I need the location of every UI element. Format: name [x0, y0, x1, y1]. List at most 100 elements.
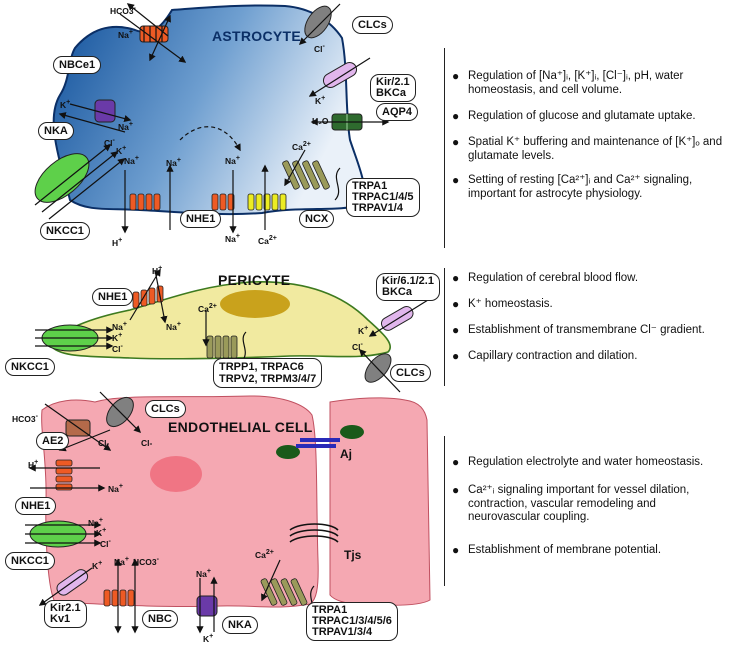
clcs-channel-pericyte [359, 348, 401, 393]
tag-aqp4: AQP4 [376, 103, 418, 121]
tag-ae2: AE2 [36, 432, 70, 450]
bullet-peri-2: ●K⁺ homeostasis. [452, 297, 553, 311]
ion-cl-clcs-astro: Cl- [314, 42, 325, 54]
kir-kv-channel-endothelial [38, 567, 93, 606]
ion-ca-pericyte: Ca2+ [198, 302, 217, 314]
ion-na-nkcc-astro: Na+ [124, 154, 140, 166]
nhe1-exchanger-endothelial [28, 459, 106, 492]
trp-line-3: TRPAV1/4 [352, 202, 403, 214]
bullet-peri-1: ●Regulation of cerebral blood flow. [452, 271, 639, 285]
divider-endothelial [444, 436, 445, 586]
bullet-astro-1: ●Regulation of [Na⁺]ᵢ, [K⁺]ᵢ, [Cl⁻]ᵢ, pH… [452, 69, 684, 96]
tag-ncx: NCX [299, 210, 335, 228]
trp-pericyte-line-1: TRPP1, TRPAC6 [219, 361, 304, 373]
ion-h-pericyte: H+ [152, 264, 163, 276]
bullet-endo-1: ●Regulation electrolyte and water homeos… [452, 455, 704, 469]
endothelial-title: ENDOTHELIAL CELL [168, 419, 313, 435]
bkca-pericyte-label: BKCa [382, 286, 412, 298]
ion-k-nka-astro: K+ [60, 98, 71, 110]
ion-na-nkcc-endo: Na+ [88, 516, 104, 528]
kir-pericyte-label: Kir/6.1/2.1 [382, 275, 434, 287]
nbce1-transporter [119, 3, 187, 63]
ion-k-nkcc-pericyte: K+ [112, 331, 123, 343]
aqp4-water-channel [310, 113, 390, 131]
bullet-astro-2: ●Regulation of glucose and glutamate upt… [452, 109, 696, 123]
ion-na-ncx: Na+ [225, 232, 241, 244]
tight-junctions [289, 523, 339, 543]
tag-nhe1-astrocyte: NHE1 [180, 210, 222, 228]
nkcc1-cotransporter-astrocyte [34, 144, 126, 220]
pericyte-title: PERICYTE [218, 272, 291, 288]
trp-channels-pericyte [202, 310, 247, 361]
label-aj: Aj [340, 447, 352, 461]
tag-nkcc1-pericyte: NKCC1 [5, 358, 55, 376]
nbc-transporter-endothelial [103, 558, 139, 634]
ion-cl-nkcc-astro: Cl- [104, 136, 115, 148]
clcs-channel-astrocyte [298, 3, 341, 46]
ion-ca-ncx: Ca2+ [258, 234, 277, 246]
trp-channels-endothelial [260, 559, 315, 619]
tag-trp-endothelial: TRPA1 TRPAC1/3/4/5/6 TRPAV1/3/4 [306, 602, 398, 641]
ion-k-kir-astro: K+ [315, 94, 326, 106]
kir-bkca-channel-astrocyte [308, 57, 371, 97]
ion-ca-trp-endo: Ca2+ [255, 548, 274, 560]
nkcc1-cotransporter-endothelial [25, 520, 102, 548]
ion-k-nka-endo: K+ [203, 632, 214, 644]
ion-cl-ae2: Cl- [98, 438, 110, 448]
ion-k-kir-endo: K+ [92, 559, 103, 571]
tag-trp-astrocyte: TRPA1 TRPAC1/4/5 TRPAV1/4 [346, 178, 420, 217]
nka-pump-endothelial [196, 576, 218, 634]
ion-k-nkcc-endo: K+ [96, 526, 107, 538]
ion-hco3-astro: HCO3- [110, 4, 136, 16]
ncx-exchanger-astrocyte [179, 126, 287, 234]
ion-cl-clcs-pericyte: Cl- [352, 340, 363, 352]
bullet-astro-3: ●Spatial K⁺ buffering and maintenance of… [452, 135, 723, 162]
trp-line-1: TRPA1 [352, 180, 388, 192]
ion-ca-trp-astro: Ca2+ [292, 140, 311, 152]
ae2-exchanger [44, 403, 112, 452]
bullet-peri-4: ●Capillary contraction and dilation. [452, 349, 638, 363]
ion-na-nhe-endo: Na+ [108, 482, 124, 494]
pericyte-nucleus [220, 290, 290, 318]
tag-nbc: NBC [142, 610, 178, 628]
ion-na-nhe-pericyte: Na+ [166, 320, 182, 332]
tag-nhe1-pericyte: NHE1 [92, 288, 134, 306]
tag-clcs-pericyte: CLCs [390, 364, 431, 382]
ion-h2o: H₂O [312, 116, 329, 126]
tag-nbce1: NBCe1 [53, 56, 102, 74]
trp-pericyte-line-2: TRPV2, TRPM3/4/7 [219, 373, 317, 385]
ion-cl-nkcc-endo: Cl- [100, 537, 111, 549]
ion-h-nhe-astro: H+ [112, 236, 123, 248]
ion-na-nbc: Na+ [114, 555, 130, 567]
kir-label: Kir/2.1 [376, 76, 410, 88]
tag-kir-bkca-pericyte: Kir/6.1/2.1 BKCa [376, 273, 440, 301]
trp-line-2: TRPAC1/4/5 [352, 191, 414, 203]
kv-endo-label: Kv1 [50, 613, 71, 625]
ion-k-nkcc-astro: K+ [116, 144, 127, 156]
trp-endo-line-3: TRPAV1/3/4 [312, 626, 373, 638]
kir-bkca-channel-pericyte [368, 299, 429, 337]
ion-na-nhe-astro: Na+ [166, 156, 182, 168]
trp-endo-line-2: TRPAC1/3/4/5/6 [312, 615, 392, 627]
bullet-astro-4: ●Setting of resting [Ca²⁺]ᵢ and Ca²⁺ sig… [452, 173, 693, 200]
divider-pericyte [444, 268, 445, 386]
ion-na-ncx-in: Na+ [225, 154, 241, 166]
ion-hco3-nbc: HCO3- [133, 555, 159, 567]
nkcc1-cotransporter-pericyte [35, 324, 114, 352]
tag-nkcc1-endothelial: NKCC1 [5, 552, 55, 570]
ion-k-kir-pericyte: K+ [358, 324, 369, 336]
ion-na-nka-endo: Na+ [196, 567, 212, 579]
nhe1-exchanger-astrocyte [121, 164, 174, 234]
trp-endo-line-1: TRPA1 [312, 604, 348, 616]
tag-kir-kv-endothelial: Kir2.1 Kv1 [44, 600, 87, 628]
bullet-endo-2: ●Ca²⁺ᵢ signaling important for vessel di… [452, 483, 690, 523]
ion-cl-nkcc-pericyte: Cl- [112, 342, 123, 354]
trp-channels-astrocyte [282, 149, 341, 201]
astrocyte-title: ASTROCYTE [212, 28, 302, 44]
endothelial-nucleus [150, 456, 202, 492]
tag-nkcc1-astrocyte: NKCC1 [40, 222, 90, 240]
tag-trp-pericyte: TRPP1, TRPAC6 TRPV2, TRPM3/4/7 [213, 358, 323, 388]
ion-na-nka-astro: Na+ [118, 120, 134, 132]
clcs-channel-endothelial [99, 391, 142, 434]
